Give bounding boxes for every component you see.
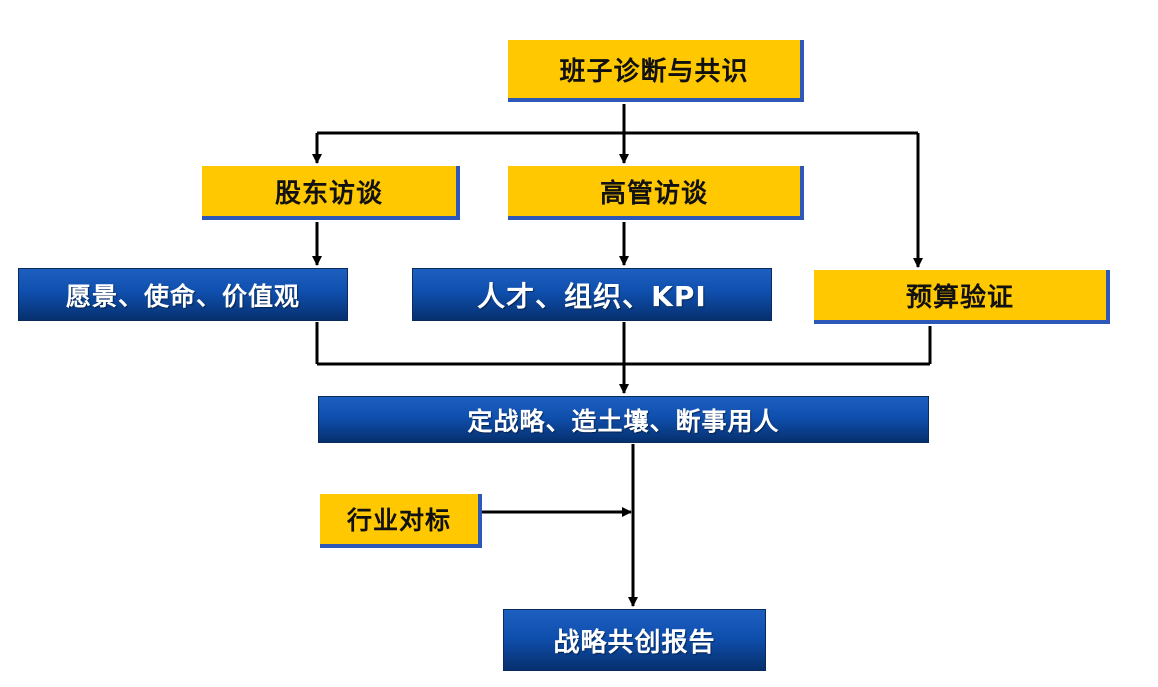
node-budget-validation: 预算验证 bbox=[814, 270, 1110, 324]
node-talent-org-kpi: 人才、组织、KPI bbox=[412, 268, 772, 321]
node-banzi-diagnosis: 班子诊断与共识 bbox=[508, 40, 804, 102]
node-strategy-culture-people: 定战略、造土壤、断事用人 bbox=[318, 396, 929, 443]
node-strategy-report: 战略共创报告 bbox=[503, 609, 766, 671]
node-shareholder-interview: 股东访谈 bbox=[202, 166, 460, 220]
node-industry-benchmark: 行业对标 bbox=[320, 494, 482, 548]
node-executive-interview: 高管访谈 bbox=[508, 166, 804, 220]
node-vision-mission-values: 愿景、使命、价值观 bbox=[18, 268, 348, 321]
